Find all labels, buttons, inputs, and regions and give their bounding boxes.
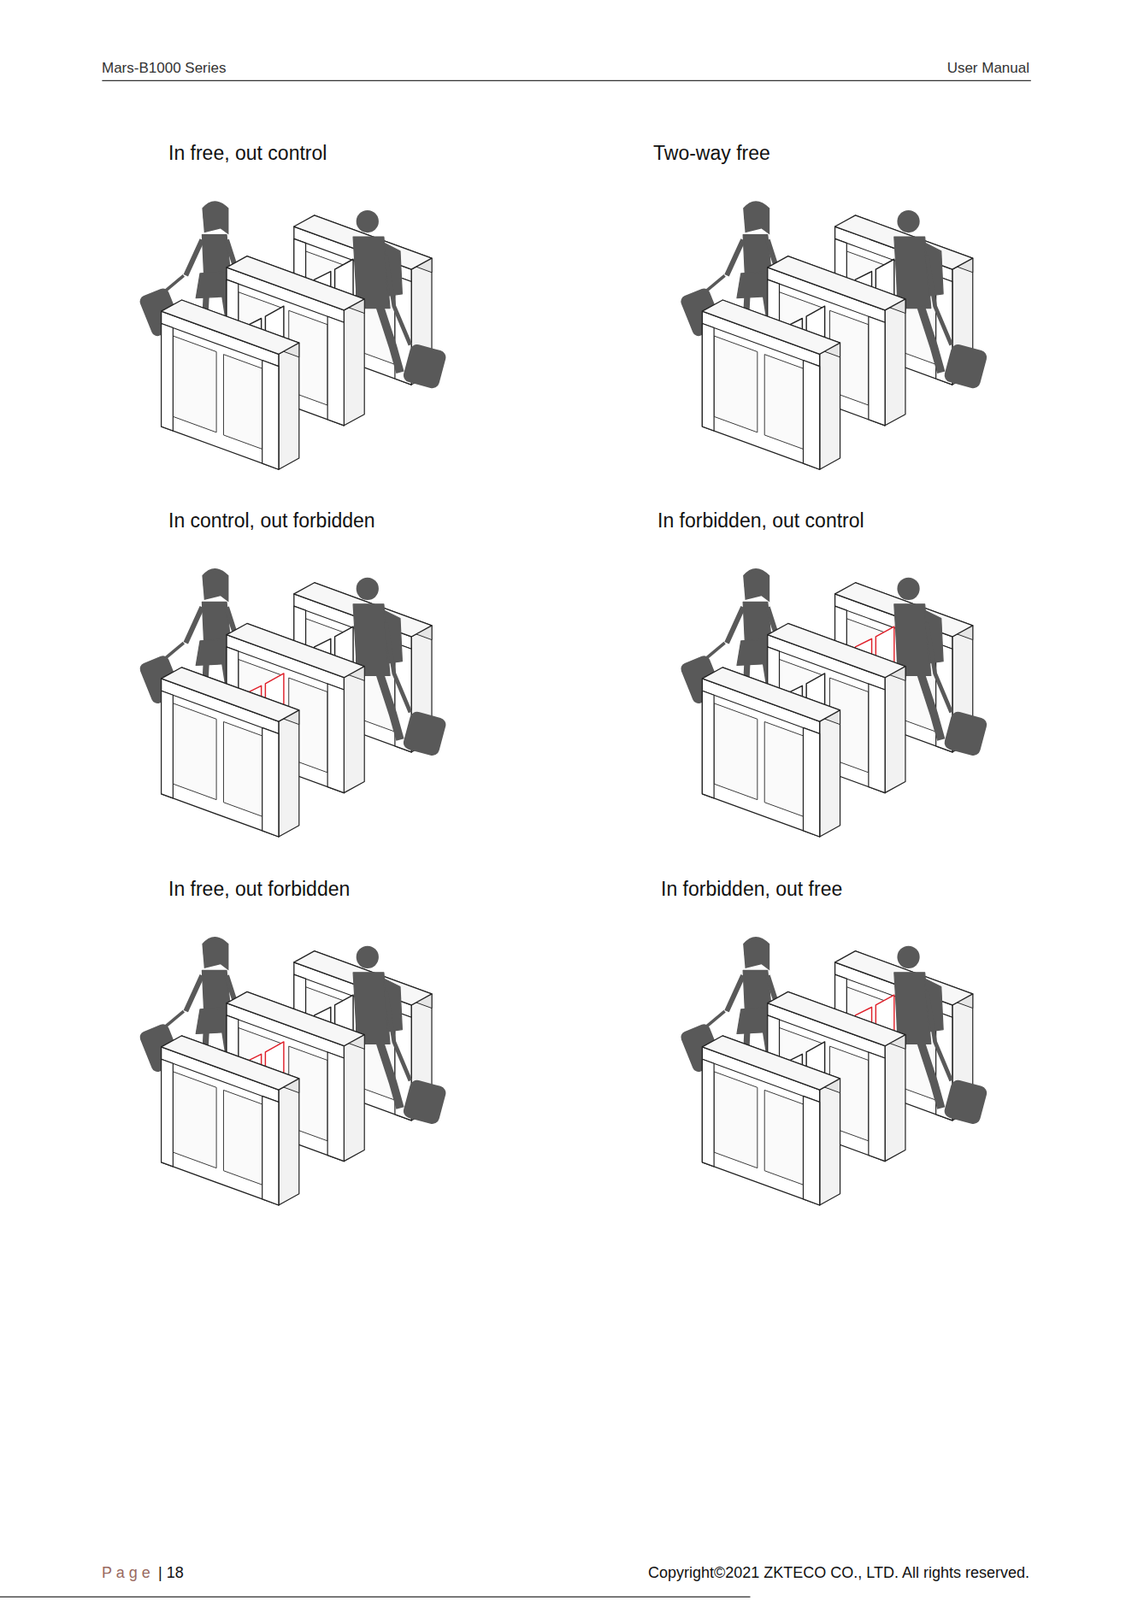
passenger-figure [894,577,989,758]
header-text: Mars-B1000 Series [101,59,227,77]
turnstile-illustration [137,200,448,470]
gate-cabinet [701,667,840,838]
footer-text: Copyright©2021 ZKTECO CO., LTD. All righ… [648,1564,1030,1583]
header-rule [101,80,1031,82]
mode-caption: In forbidden, out free [660,878,843,901]
passenger-figure [894,210,989,390]
turnstile-illustration [678,200,989,470]
passenger-figure [353,946,448,1127]
footer-text: P a g e [101,1564,151,1583]
mode-caption: In forbidden, out control [657,509,865,532]
turnstile-illustration [678,937,989,1206]
gate-cabinet [161,667,300,838]
gate-cabinet [161,1036,300,1206]
mode-caption: In free, out forbidden [168,878,350,901]
gate-cabinet [701,1036,840,1206]
turnstile-illustration [137,937,448,1206]
gate-cabinet [161,300,300,470]
passenger-figure [894,946,989,1127]
turnstile-illustration [137,568,448,838]
passenger-figure [353,577,448,758]
passenger-figure [353,210,448,390]
gate-cabinet [701,300,840,470]
mode-caption: Two-way free [653,141,771,165]
mode-caption: In free, out control [168,141,327,165]
header-text: User Manual [947,59,1030,77]
turnstile-illustration [678,568,989,838]
mode-caption: In control, out forbidden [168,509,376,532]
footer-text: | 18 [158,1564,184,1583]
bottom-rule [0,1597,750,1598]
